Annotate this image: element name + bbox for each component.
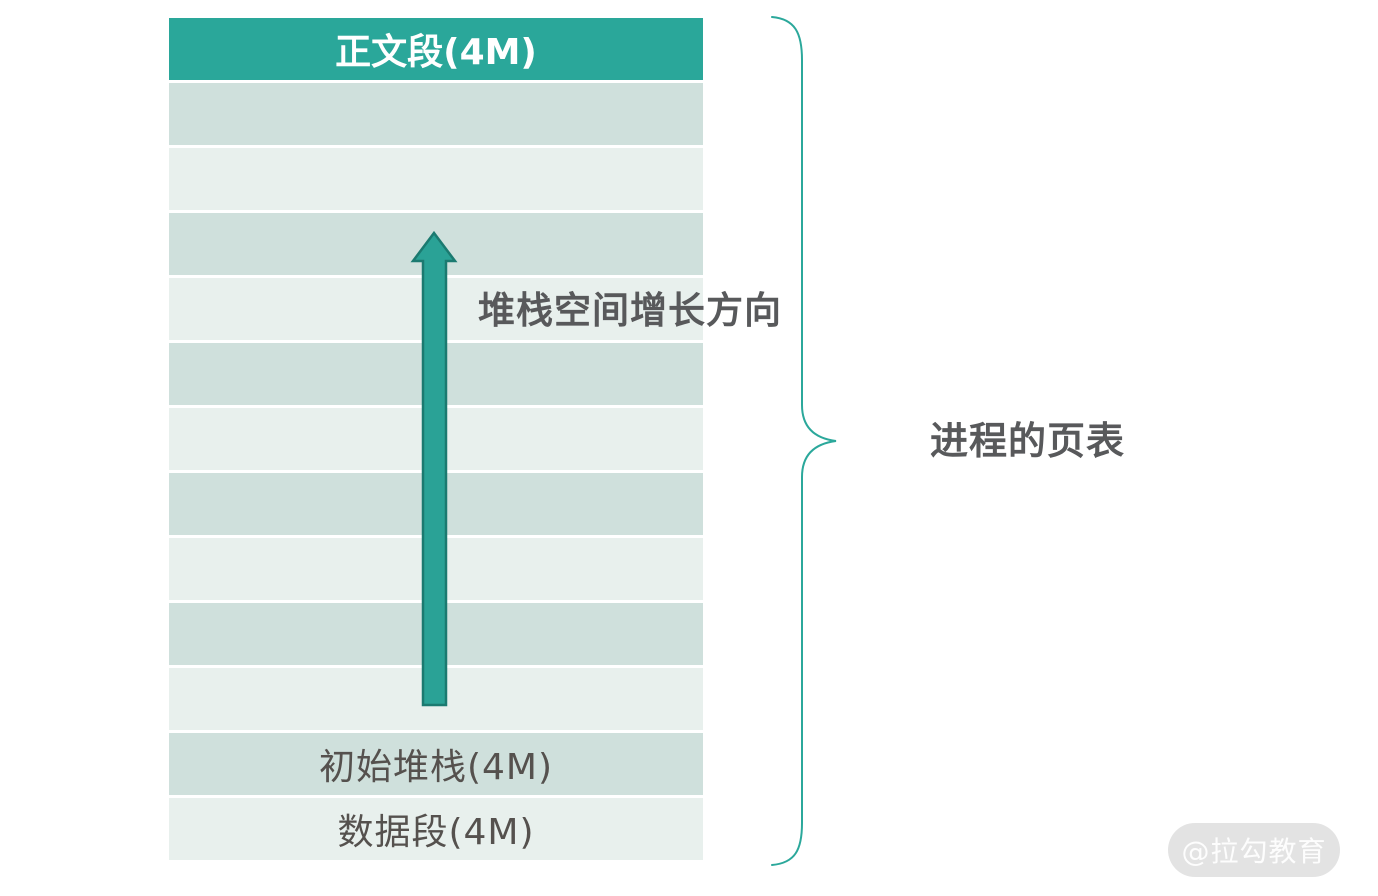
watermark-text: @拉勾教育	[1181, 835, 1327, 868]
header-label: 正文段(4M)	[335, 32, 537, 73]
table-row	[169, 343, 703, 405]
table-row	[169, 668, 703, 730]
table-row	[169, 83, 703, 145]
watermark-badge: @拉勾教育	[1168, 823, 1340, 877]
table-row	[169, 538, 703, 600]
table-row	[169, 603, 703, 665]
table-row	[169, 408, 703, 470]
stack-growth-direction-label: 堆栈空间增长方向	[478, 289, 782, 332]
table-row	[169, 473, 703, 535]
table-row-labeled: 初始堆栈(4M)	[169, 733, 703, 795]
row-label: 数据段(4M)	[337, 812, 535, 853]
table-header-row: 正文段(4M)	[169, 18, 703, 80]
row-label: 初始堆栈(4M)	[318, 747, 554, 788]
process-page-table: 正文段(4M) 初始堆栈(4M) 数据段(4M)	[169, 18, 703, 860]
table-row	[169, 148, 703, 210]
table-row	[169, 213, 703, 275]
process-page-table-label: 进程的页表	[930, 419, 1126, 463]
table-row-labeled: 数据段(4M)	[169, 798, 703, 860]
curly-brace-icon	[771, 16, 837, 866]
